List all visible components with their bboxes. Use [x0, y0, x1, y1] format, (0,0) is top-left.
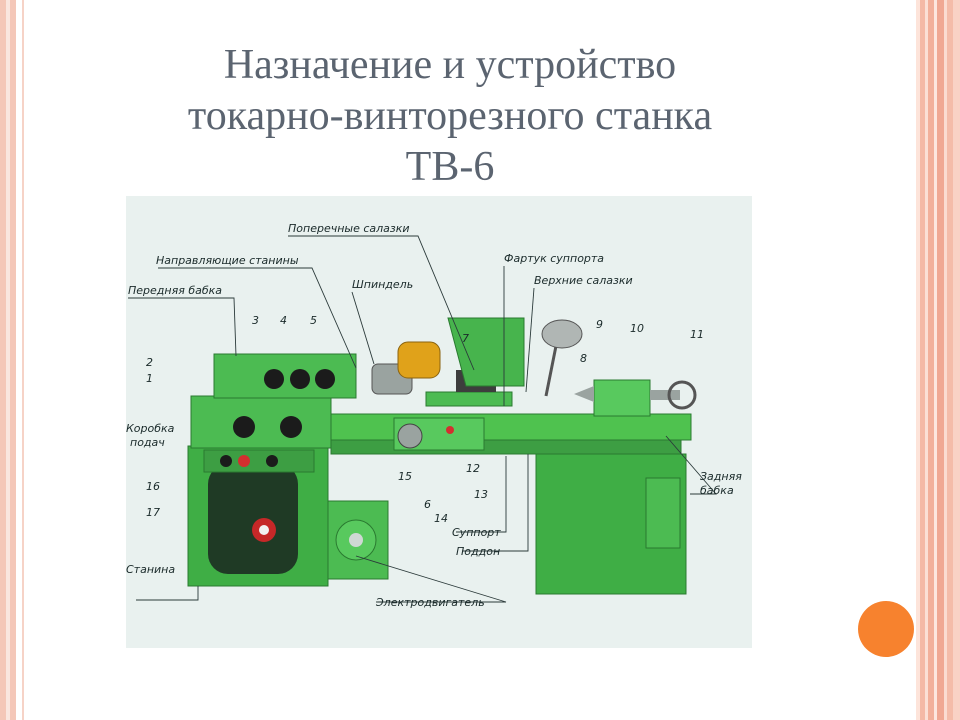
leader-lines — [128, 235, 717, 603]
label-tailstock-2: бабка — [700, 484, 734, 497]
control-panel — [203, 449, 315, 473]
switch-lever — [266, 455, 278, 467]
chuck-guard — [397, 341, 441, 379]
label-spindle: Шпиндель — [352, 278, 413, 291]
callout-15: 15 — [398, 470, 412, 483]
callout-8: 8 — [580, 352, 587, 365]
lamp-shade — [541, 319, 583, 349]
feed-knob-1 — [233, 416, 255, 438]
callout-5: 5 — [310, 314, 317, 327]
callout-3: 3 — [252, 314, 259, 327]
label-top-slide: Верхние салазки — [534, 274, 633, 287]
switch-red — [238, 455, 250, 467]
chip-shield — [447, 317, 525, 387]
callout-10: 10 — [630, 322, 644, 335]
apron-handwheel — [397, 423, 423, 449]
switch-black — [220, 455, 232, 467]
callout-7: 7 — [462, 332, 469, 345]
tailstock — [593, 379, 651, 417]
chip-tray — [330, 439, 682, 455]
headstock-knob-4 — [290, 369, 310, 389]
feed-box — [190, 395, 332, 449]
tailstock-handwheel — [667, 380, 697, 410]
label-tailstock-1: Задняя — [700, 470, 742, 483]
callout-11: 11 — [690, 328, 704, 341]
label-bed-ways: Направляющие станины — [156, 254, 299, 267]
pulley-center — [259, 525, 269, 535]
callout-16: 16 — [146, 480, 160, 493]
callout-1: 1 — [146, 372, 153, 385]
right-cabinet-door — [645, 477, 681, 549]
callout-14: 14 — [434, 512, 448, 525]
label-tray: Поддон — [456, 545, 500, 558]
motor-shaft — [349, 533, 363, 547]
label-cross-slide: Поперечные салазки — [288, 222, 410, 235]
lathe-illustration — [187, 317, 697, 595]
apron-button — [446, 426, 454, 434]
headstock-knob-5 — [315, 369, 335, 389]
callout-12: 12 — [466, 462, 480, 475]
headstock — [213, 353, 357, 399]
label-carriage: Суппорт — [452, 526, 501, 539]
callout-2: 2 — [146, 356, 153, 369]
title-line-1: Назначение и устройство — [223, 42, 677, 88]
cross-slide — [425, 391, 513, 407]
slide-title: Назначение и устройство токарно-винторез… — [60, 40, 840, 194]
callout-17: 17 — [146, 506, 160, 519]
label-bed: Станина — [126, 563, 175, 576]
callout-6: 6 — [424, 498, 431, 511]
callout-4: 4 — [280, 314, 287, 327]
feed-knob-2 — [280, 416, 302, 438]
cabinet-opening — [208, 464, 298, 574]
label-feed-box-1: Коробка — [126, 422, 175, 435]
right-stripes-decoration — [916, 0, 960, 720]
lathe-bed — [330, 413, 692, 441]
lathe-diagram: Поперечные салазки Фартук суппорта Напра… — [126, 196, 752, 648]
label-apron: Фартук суппорта — [504, 252, 604, 265]
title-line-3: ТВ-6 — [405, 144, 495, 191]
callout-9: 9 — [596, 318, 603, 331]
headstock-knob-3 — [264, 369, 284, 389]
tailstock-quill — [650, 390, 680, 400]
label-headstock: Передняя бабка — [128, 284, 222, 297]
label-motor: Электродвигатель — [375, 596, 485, 609]
tailstock-center — [574, 386, 594, 402]
left-frame-line — [22, 0, 24, 720]
decorative-orange-circle — [858, 601, 914, 657]
lamp-arm — [544, 345, 558, 397]
label-feed-box-2: подач — [130, 436, 165, 449]
callout-13: 13 — [474, 488, 488, 501]
title-line-2: токарно-винторезного станка — [187, 93, 713, 140]
left-border-highlight — [6, 0, 10, 720]
